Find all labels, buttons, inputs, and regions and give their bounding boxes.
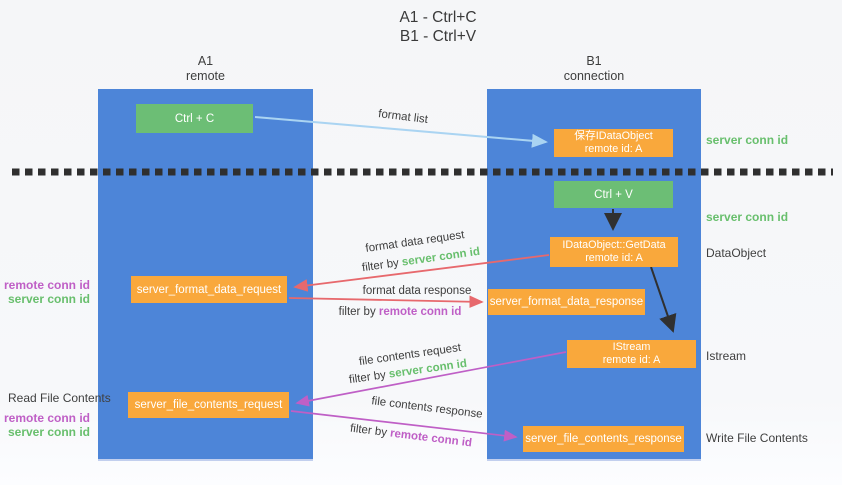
node-istream-line2: remote id: A [602,354,661,366]
label-file-contents-response: file contents response [371,395,484,421]
node-server-file-contents-request: server_file_contents_request [128,392,289,418]
diagram-title: A1 - Ctrl+C B1 - Ctrl+V [399,8,476,46]
annotation-istream: Istream [706,349,746,363]
label-format-list-text: format list [377,108,429,126]
label-filter-by-remote-conn-id-2: filter by remote conn id [349,423,472,450]
server-conn-id-text: server conn id [401,245,481,269]
write-file-contents-text: Write File Contents [706,431,808,445]
label-format-list: format list [378,108,429,126]
server-conn-id-text: server conn id [7,292,90,306]
server-conn-id-text: server conn id [706,210,789,224]
remote-conn-id-text: remote conn id [378,306,462,318]
node-server-file-contents-response: server_file_contents_response [523,426,684,452]
node-save-dataobject-line2: remote id: A [584,143,643,155]
annotation-server-conn-id-right: server conn id [706,210,788,224]
label-filter-by-remote-conn-id-1: filter by remote conn id [339,306,462,318]
annotation-server-conn-id-left-2: server conn id [8,425,90,439]
annotation-server-conn-id-left-1: server conn id [8,292,90,306]
node-ctrl-v-label: Ctrl + V [594,188,633,201]
label-file-contents-response-text: file contents response [370,395,484,421]
node-istream-line1: IStream [612,341,651,353]
server-conn-id-text: server conn id [7,425,90,439]
filter-by-text: filter by [338,306,376,318]
column-header-a1: A1 remote [98,54,313,84]
node-server-format-data-request-label: server_format_data_request [136,283,282,296]
server-conn-id-text: server conn id [706,133,789,147]
column-a1-name: A1 [197,54,214,68]
node-save-dataobject-line1: 保存IDataObject [574,130,653,142]
node-ctrl-c-label: Ctrl + C [174,112,215,125]
filter-by-text: filter by [349,422,388,439]
filter-by-text: filter by [361,257,400,275]
title-line-1: A1 - Ctrl+C [399,9,477,26]
node-ctrl-v: Ctrl + V [554,181,673,208]
title-line-2: B1 - Ctrl+V [399,28,477,45]
read-file-contents-text: Read File Contents [8,391,111,405]
column-header-b1: B1 connection [487,54,701,84]
node-istream: IStream remote id: A [567,340,696,368]
annotation-dataobject: DataObject [706,246,766,260]
filter-by-text: filter by [348,369,387,387]
label-format-data-response-text: format data response [362,285,472,297]
annotation-write-file-contents: Write File Contents [706,431,808,445]
annotation-remote-conn-id-left-2: remote conn id [4,411,90,425]
node-server-format-data-response-label: server_format_data_response [489,296,644,308]
node-server-file-contents-request-label: server_file_contents_request [134,399,283,411]
remote-conn-id-text: remote conn id [389,427,473,450]
remote-conn-id-text: remote conn id [3,278,90,292]
node-idataobject-getdata: IDataObject::GetData remote id: A [550,237,678,267]
label-format-data-response: format data response [363,285,472,297]
node-getdata-line2: remote id: A [585,252,643,264]
node-save-dataobject: 保存IDataObject remote id: A [554,129,673,157]
node-getdata-line1: IDataObject::GetData [562,239,666,251]
node-server-format-data-response: server_format_data_response [488,289,645,315]
node-ctrl-c: Ctrl + C [136,104,253,133]
arrow-format-data-response [288,295,484,309]
node-server-format-data-request: server_format_data_request [131,276,287,303]
column-b1-role: connection [563,69,625,83]
istream-text: Istream [706,349,747,363]
remote-conn-id-text: remote conn id [3,411,90,425]
column-a1-role: remote [186,69,225,83]
column-b1-name: B1 [586,54,602,68]
annotation-read-file-contents: Read File Contents [8,391,111,405]
annotation-server-conn-id-top-right: server conn id [706,133,788,147]
dataobject-text: DataObject [706,246,767,260]
node-server-file-contents-response-label: server_file_contents_response [525,433,682,445]
annotation-remote-conn-id-left-1: remote conn id [4,278,90,292]
